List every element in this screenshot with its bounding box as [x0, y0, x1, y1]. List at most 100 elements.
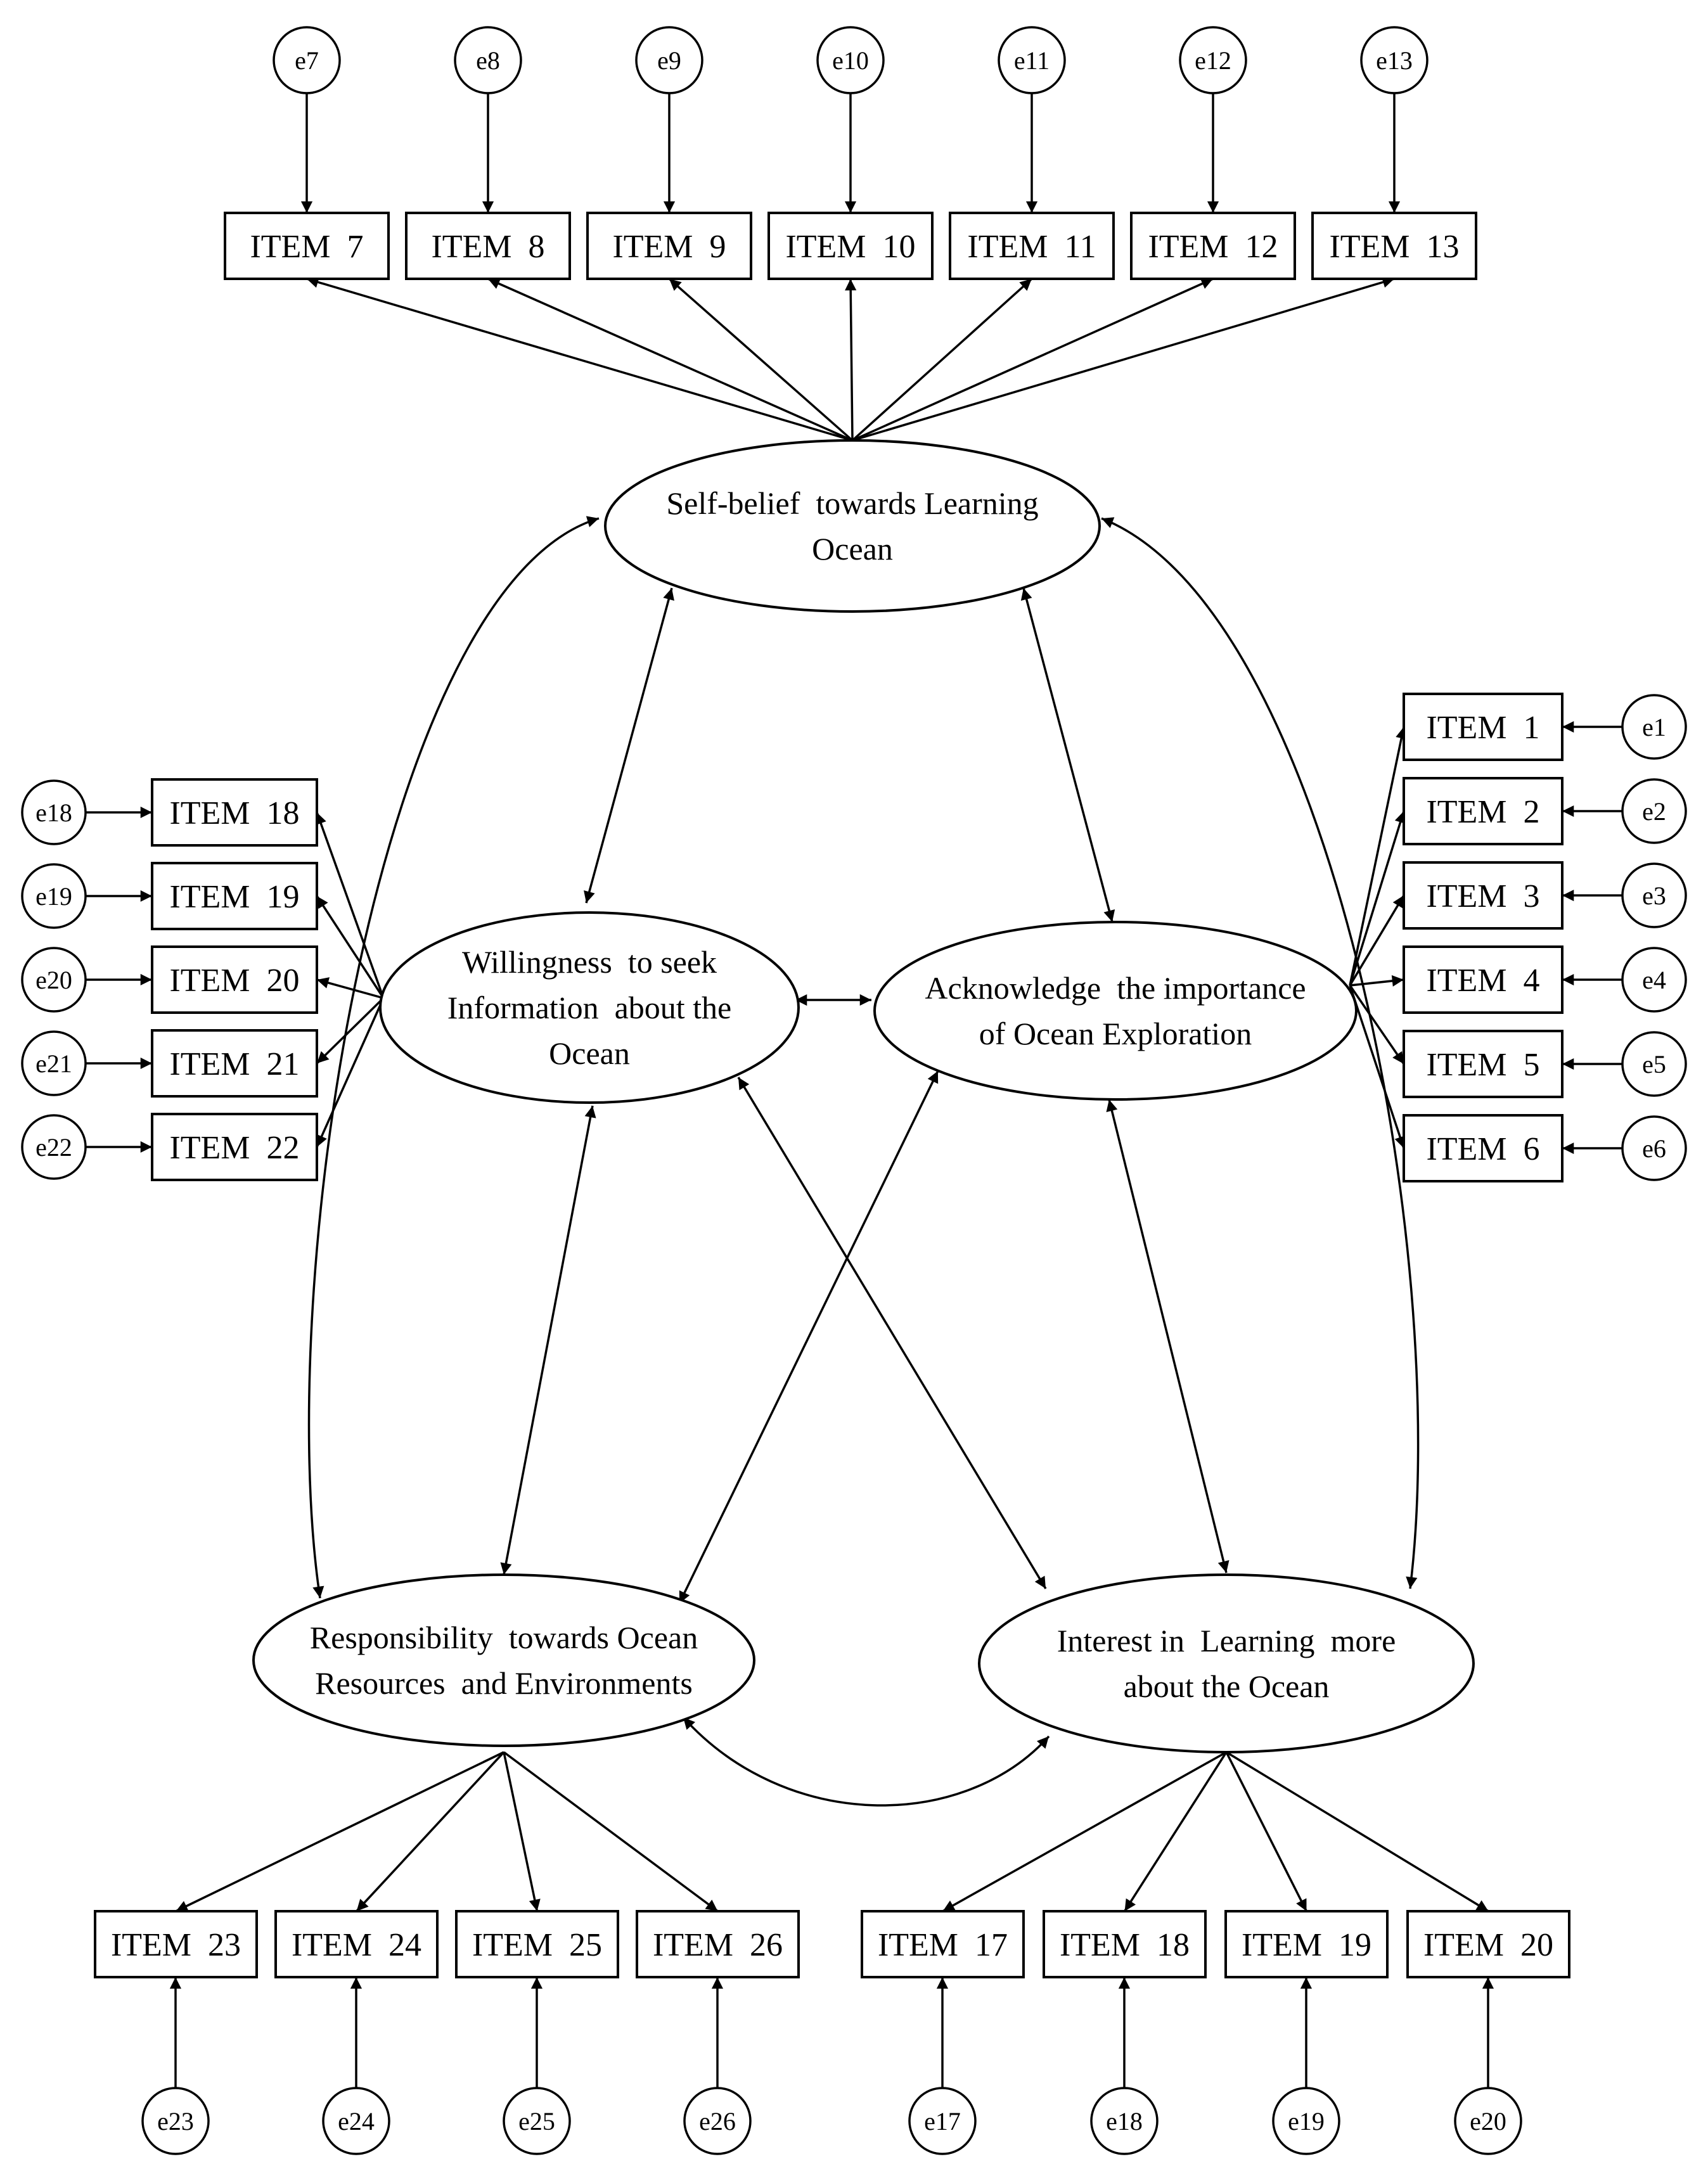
item-box	[1403, 777, 1564, 845]
item-label: ITEM 2	[1426, 794, 1539, 830]
item-box	[151, 1113, 318, 1181]
latent-label-line: Ocean	[549, 1035, 630, 1071]
item-label: ITEM 8	[431, 229, 544, 265]
error-term-label: e18	[1106, 2107, 1143, 2136]
error-term-circle	[322, 2087, 390, 2155]
latent-ellipse	[604, 439, 1101, 613]
loading-arrow	[1349, 726, 1408, 986]
error-term-label: e1	[1642, 713, 1666, 741]
loading-arrow	[1349, 895, 1405, 986]
error-term-label: e24	[338, 2107, 375, 2136]
loading-arrow	[316, 997, 385, 1148]
loading-arrow	[852, 276, 1395, 442]
covariance-willingness-interest	[737, 1077, 1047, 1589]
covariance-acknowledge-responsibility	[678, 1070, 939, 1604]
error-term-circle	[908, 2087, 977, 2155]
error-term-circle	[1621, 1115, 1687, 1181]
error-term-circle	[1179, 26, 1247, 94]
item-box	[1043, 1910, 1207, 1978]
item-label: ITEM 11	[967, 229, 1096, 265]
latent-label-line: Responsibility towards Ocean	[310, 1620, 698, 1655]
item-box	[861, 1910, 1025, 1978]
loading-arrow	[852, 278, 1214, 442]
error-term-label: e17	[924, 2107, 961, 2136]
latent-label-line: Self-belief towards Learning	[666, 485, 1038, 521]
error-term-circle	[1360, 26, 1429, 94]
loading-arrow	[316, 997, 385, 1065]
error-term-label: e20	[35, 966, 72, 994]
item-box	[1403, 945, 1564, 1014]
error-term-circle	[454, 26, 522, 94]
loading-arrow	[851, 278, 1033, 442]
error-term-circle	[1090, 2087, 1159, 2155]
error-term-label: e25	[518, 2107, 555, 2136]
error-term-label: e5	[1642, 1050, 1666, 1079]
item-label: ITEM 19	[169, 879, 299, 915]
item-box	[94, 1910, 258, 1978]
error-term-label: e26	[699, 2107, 736, 2136]
latent-ellipse	[873, 921, 1358, 1101]
error-term-circle	[503, 2087, 571, 2155]
latent-ellipse	[379, 911, 800, 1104]
item-box	[949, 212, 1115, 280]
item-label: ITEM 20	[169, 963, 299, 999]
loading-arrow	[1225, 1752, 1308, 1912]
item-label: ITEM 10	[785, 229, 915, 265]
loading-arrow	[1349, 810, 1406, 986]
item-label: ITEM 7	[250, 229, 363, 265]
indicator-i9: ITEM 9e9	[586, 26, 752, 280]
item-box	[1130, 212, 1296, 280]
item-label: ITEM 25	[472, 1927, 602, 1963]
error-term-label: e10	[832, 46, 869, 75]
error-term-circle	[21, 863, 87, 929]
item-label: ITEM 4	[1426, 963, 1539, 999]
error-term-label: e8	[476, 46, 500, 75]
indicator-i8: ITEM 8 e8	[405, 26, 571, 280]
covariance-self-belief-willingness	[584, 587, 674, 904]
item-label: ITEM 24	[292, 1927, 421, 1963]
error-term-circle	[683, 2087, 752, 2155]
latent-label-line: Resources and Environments	[315, 1665, 693, 1701]
item-box	[455, 1910, 619, 1978]
item-label: ITEM 23	[111, 1927, 241, 1963]
loading-arrow	[1349, 985, 1406, 1149]
item-box	[224, 212, 390, 280]
loading-arrow	[1124, 1752, 1228, 1912]
item-box	[1403, 1030, 1564, 1098]
indicator-i10: ITEM 10 e10	[767, 26, 934, 280]
error-term-label: e3	[1642, 881, 1666, 910]
item-label: ITEM 19	[1242, 1927, 1371, 1963]
item-box	[767, 212, 934, 280]
item-box	[151, 945, 318, 1014]
error-term-circle	[1621, 1031, 1687, 1097]
loading-arrow	[942, 1751, 1227, 1912]
error-term-label: e19	[35, 882, 72, 911]
error-term-circle	[1272, 2087, 1340, 2155]
item-box	[636, 1910, 800, 1978]
error-term-label: e18	[35, 798, 72, 827]
loading-arrow	[668, 278, 854, 442]
loading-arrow	[487, 278, 853, 442]
item-box	[1311, 212, 1477, 280]
covariance-willingness-responsibility	[500, 1105, 596, 1575]
error-term-label: e7	[295, 46, 319, 75]
item-box	[405, 212, 571, 280]
covariance-responsibility-interest	[682, 1716, 1050, 1807]
